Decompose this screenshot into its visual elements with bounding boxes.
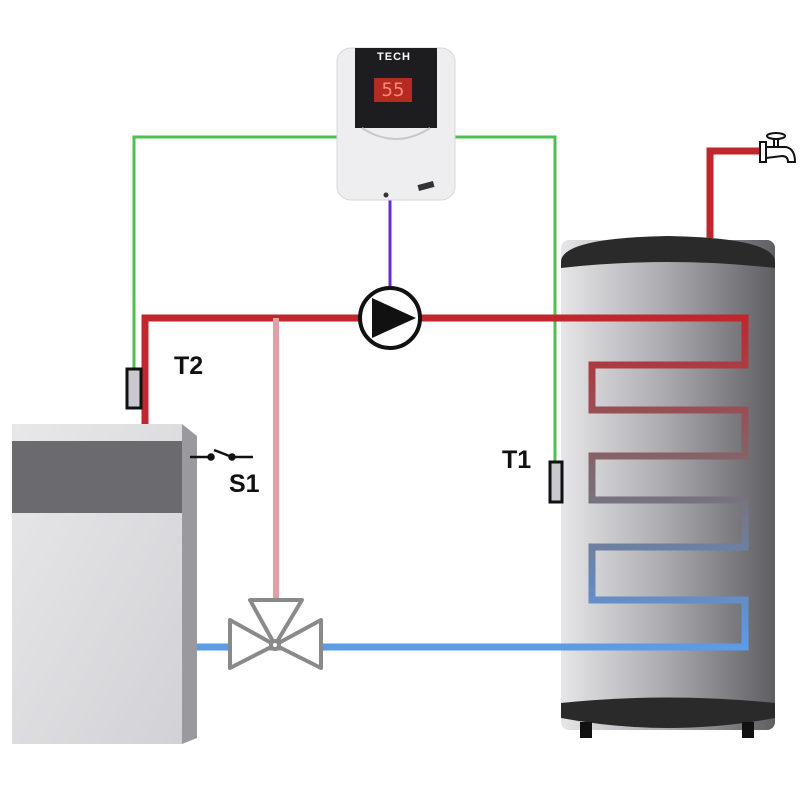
label-s1: S1 [229,470,260,498]
sensor-t2-icon [125,367,143,410]
label-t2: T2 [174,352,204,380]
sensor-t1-icon [548,460,564,504]
three-way-valve-icon [228,598,323,670]
controller-brand-logo: TECH [377,51,411,63]
circulation-pump-icon [358,286,422,350]
sensor-wire-t2 [132,135,337,370]
switch-s1-icon [190,448,253,461]
boiler [12,424,197,744]
supply-pipe [141,314,560,426]
label-t1: T1 [502,446,532,474]
water-tap-icon [759,132,797,163]
heat-exchanger-coil [560,314,749,651]
controller-display: 55 [374,78,412,102]
controller-device [336,47,456,201]
sensor-wire-t1 [455,135,557,462]
hot-water-outlet-pipe [706,147,762,238]
